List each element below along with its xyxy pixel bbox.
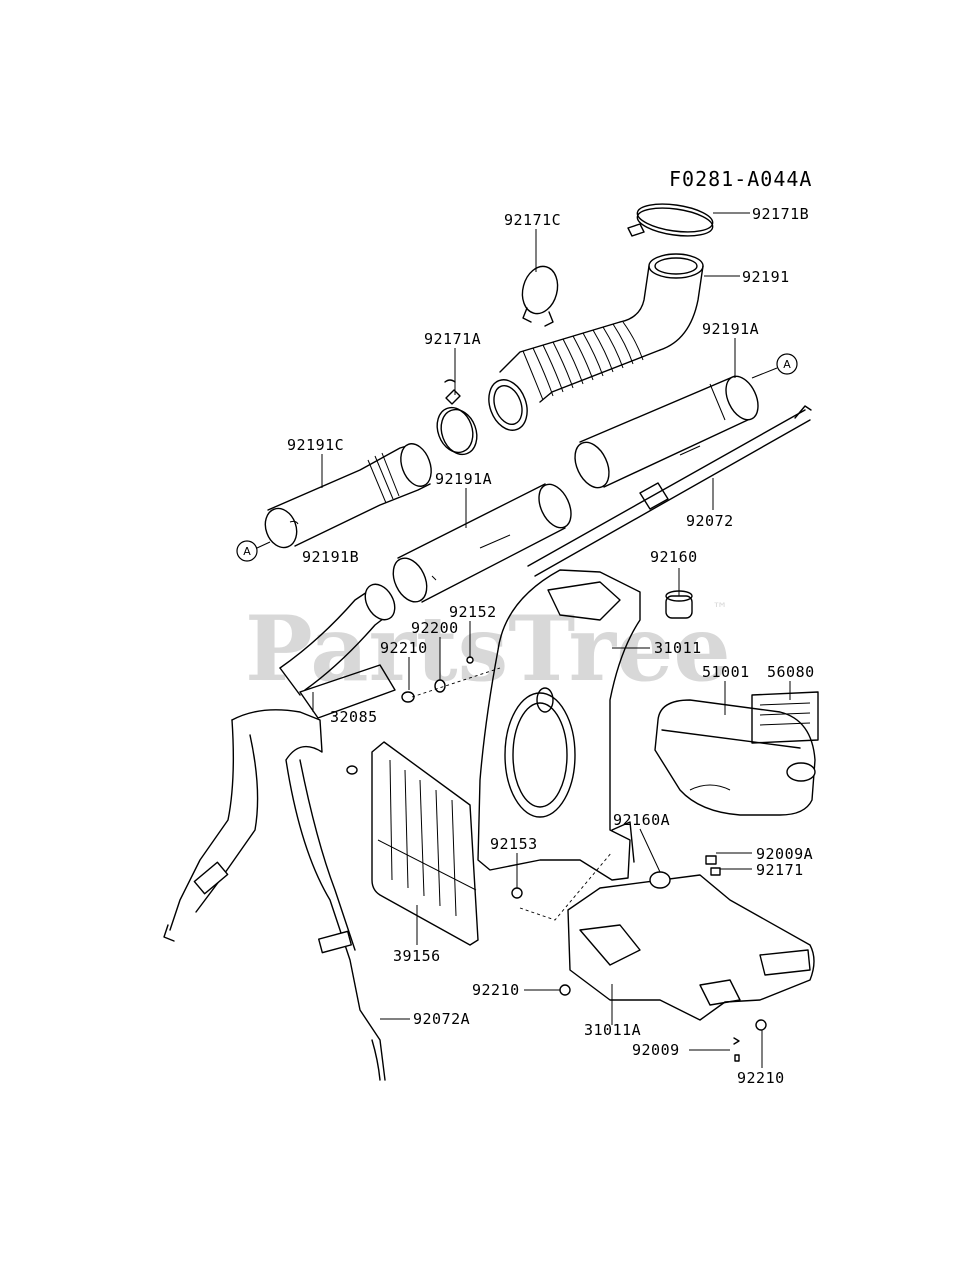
label-51001[interactable]: 51001 [702,663,750,681]
svg-text:A: A [783,358,791,371]
diagram-code: F0281-A044A [669,167,812,191]
strap-92072-drawing[interactable] [527,405,812,577]
label-31011A[interactable]: 31011A [584,1021,641,1039]
ring-clip-92171C-drawing[interactable] [517,262,562,327]
label-92191[interactable]: 92191 [742,268,790,286]
label-92171B[interactable]: 92171B [752,205,809,223]
bottom-frame-31011A-drawing[interactable] [511,851,815,1062]
pipe-92191A-mid-drawing[interactable] [387,479,578,607]
pipe-92191A-top-drawing[interactable] [568,371,764,493]
clamp-92171B-drawing[interactable] [627,200,714,240]
tape-32085-drawing[interactable] [299,664,396,719]
watermark: PartsTree [245,596,731,702]
label-31011[interactable]: 31011 [654,639,702,657]
label-92160[interactable]: 92160 [650,548,698,566]
label-92210-mid[interactable]: 92210 [472,981,520,999]
ref-marker-a-top: A [751,353,798,379]
label-56080[interactable]: 56080 [767,663,815,681]
label-39156[interactable]: 39156 [393,947,441,965]
elbow-hose-92191-drawing[interactable] [482,253,704,436]
label-92171[interactable]: 92171 [756,861,804,879]
back-pad-39156-drawing[interactable] [346,741,479,946]
label-92072A[interactable]: 92072A [413,1010,470,1028]
label-92191B[interactable]: 92191B [302,548,359,566]
label-92191A-mid[interactable]: 92191A [435,470,492,488]
label-92072[interactable]: 92072 [686,512,734,530]
label-92200[interactable]: 92200 [411,619,459,637]
label-92210-right[interactable]: 92210 [737,1069,785,1087]
label-56080-drawing[interactable] [751,691,819,744]
shoulder-strap-92072A-drawing[interactable] [163,709,386,1081]
label-92152[interactable]: 92152 [449,603,497,621]
label-92153[interactable]: 92153 [490,835,538,853]
label-92171C[interactable]: 92171C [504,211,561,229]
label-92009A[interactable]: 92009A [756,845,813,863]
frame-31011-drawing[interactable] [477,569,641,881]
svg-text:A: A [243,545,251,558]
label-32085[interactable]: 32085 [330,708,378,726]
nozzle-92191B-drawing[interactable] [279,579,401,696]
pipe-92191C-drawing[interactable] [260,440,437,552]
fuel-tank-51001-drawing[interactable] [654,699,816,816]
leader-lines [312,212,791,1068]
label-92009[interactable]: 92009 [632,1041,680,1059]
label-92191A-top[interactable]: 92191A [702,320,759,338]
clamp-92171A-drawing[interactable] [431,379,483,459]
label-92210-left[interactable]: 92210 [380,639,428,657]
label-92191C[interactable]: 92191C [287,436,344,454]
label-92171A[interactable]: 92171A [424,330,481,348]
label-92160A[interactable]: 92160A [613,811,670,829]
watermark-trademark: ™ [712,599,728,618]
ref-marker-a-left: A [236,540,271,562]
